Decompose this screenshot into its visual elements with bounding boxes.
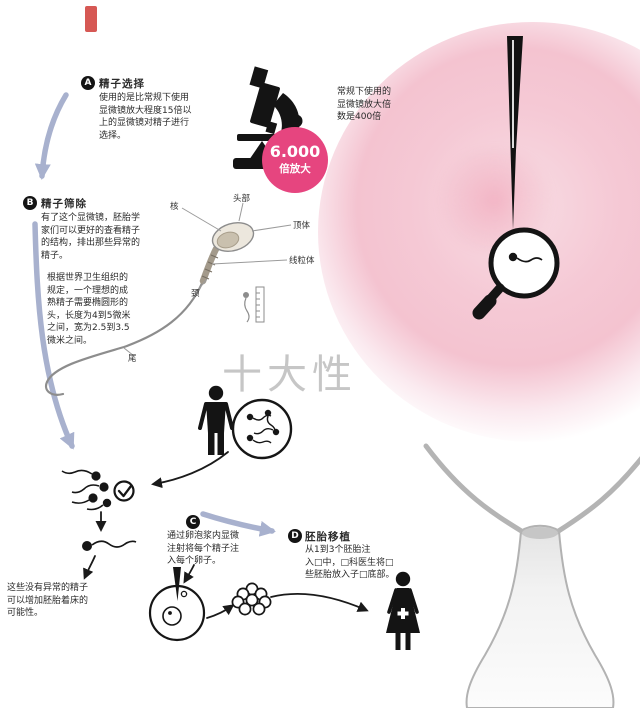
scientist-icon bbox=[198, 385, 234, 455]
label-head: 头部 bbox=[233, 194, 251, 204]
step-b-title: 精子筛除 bbox=[41, 198, 87, 210]
arrow-dish-to-selection bbox=[151, 451, 229, 489]
arrow-sperm-down bbox=[83, 555, 96, 580]
watermark-text: 十大性 bbox=[222, 352, 357, 398]
label-neck: 颈 bbox=[191, 289, 200, 299]
sperm-anatomy-diagram bbox=[44, 202, 292, 396]
label-mitochondria: 线粒体 bbox=[289, 256, 315, 266]
diagram-pointer-lines bbox=[123, 202, 292, 357]
cervix-shading bbox=[522, 527, 558, 539]
label-acrosome: 顶体 bbox=[293, 221, 311, 231]
flow-arrows-black bbox=[83, 451, 369, 619]
step-d-marker: D bbox=[288, 529, 302, 543]
result-note: 这些没有异常的精子 可以增加胚胎着床的 可能性。 bbox=[7, 583, 89, 619]
arrow-embryo-to-woman bbox=[270, 592, 369, 612]
arrow-c-to-egg bbox=[183, 564, 195, 584]
step-a-title: 精子选择 bbox=[99, 78, 145, 90]
badge-label: 倍放大 bbox=[279, 162, 311, 175]
step-a-body: 使用的是比常规下使用 显微镜放大程度15倍以 上的显微镜对精子进行 选择。 bbox=[99, 93, 192, 141]
petri-dish-icon bbox=[231, 398, 293, 460]
woman-icon bbox=[386, 571, 420, 650]
step-c-marker: C bbox=[186, 515, 200, 529]
arrow-a-to-b bbox=[34, 92, 69, 180]
badge-value: 6.000 bbox=[269, 142, 321, 162]
checkmark-icon bbox=[113, 480, 135, 502]
arrow-b-to-selection bbox=[32, 221, 75, 450]
sperm-midpiece bbox=[199, 245, 220, 285]
icsi-egg-icon bbox=[148, 567, 206, 642]
step-d-body: 从1到3个胚胎注 入□中，□科医生将□ 些胚胎放入子□底部。 bbox=[305, 545, 395, 581]
label-nucleus: 核 bbox=[170, 202, 179, 212]
label-tail: 尾 bbox=[128, 354, 137, 364]
magnification-badge: 6.000 倍放大 bbox=[262, 127, 328, 193]
step-b-marker: B bbox=[23, 196, 37, 210]
uterus-illustration bbox=[423, 443, 640, 708]
icsi-needle bbox=[173, 567, 181, 601]
single-sperm-icon bbox=[82, 540, 137, 551]
magnified-sperm-head bbox=[508, 252, 518, 262]
magnification-note: 常规下使用的 显微镜放大倍 数是400倍 bbox=[337, 87, 392, 123]
sperm-tail bbox=[44, 279, 205, 396]
step-b-body-2: 根据世界卫生组织的 规定，一个理想的成 熟精子需要椭圆形的 头，长度为4到5微米… bbox=[47, 273, 131, 346]
selected-sperm-group bbox=[61, 469, 135, 511]
micro-ruler-icon bbox=[243, 286, 265, 323]
embryo-icon bbox=[231, 582, 272, 616]
flow-arrows-blue bbox=[32, 92, 276, 537]
step-c-body: 通过卵泡浆内显微 注射将每个精子注 入每个卵子。 bbox=[167, 531, 240, 567]
red-stamp-mark bbox=[85, 6, 97, 32]
step-d-title: 胚胎移植 bbox=[305, 531, 351, 543]
injection-needle-icon bbox=[507, 36, 523, 230]
step-b-body-1: 有了这个显微镜，胚胎学 家们可以更好的查看精子 的结构，排出那些异常的 精子。 bbox=[41, 213, 141, 261]
step-a-marker: A bbox=[81, 76, 95, 90]
magnifier-icon bbox=[472, 227, 560, 320]
arrow-c-to-d bbox=[200, 511, 276, 537]
arrow-egg-to-embryo bbox=[206, 604, 235, 619]
sperm-nucleus bbox=[216, 231, 240, 249]
